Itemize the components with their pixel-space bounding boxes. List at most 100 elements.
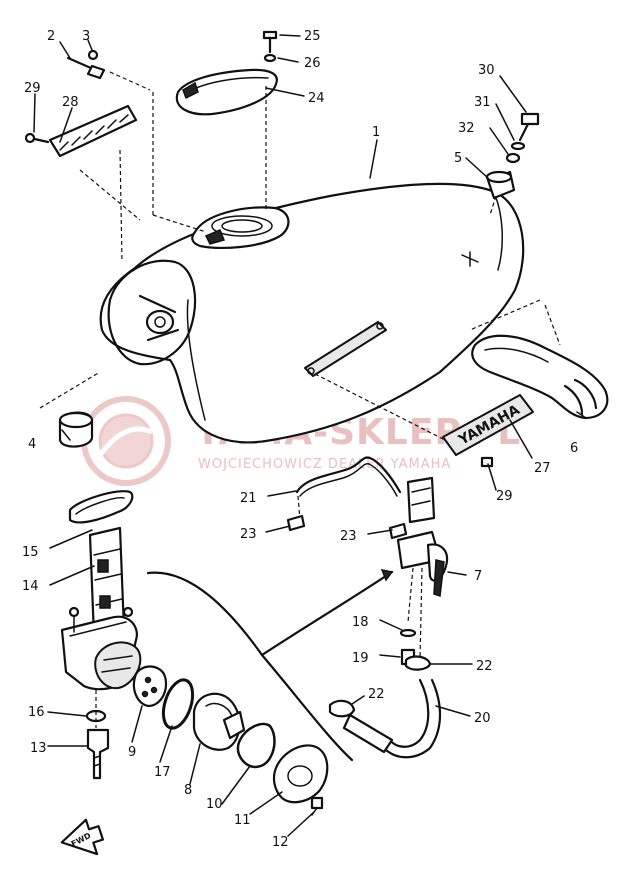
leader-1: [369, 139, 378, 179]
callout-leaders: [33, 34, 587, 837]
hose-20-inner: [384, 678, 441, 759]
tank-filler-ring: [211, 215, 273, 237]
tank-filler-latch: [204, 229, 226, 245]
bracket-28-teeth: [59, 114, 129, 151]
front-mount-assembly: [485, 112, 540, 216]
bolt-25: [262, 30, 278, 40]
plate-11-hole: [287, 765, 313, 787]
label-part-23-right: 23: [340, 529, 357, 544]
label-part-32: 32: [458, 121, 475, 136]
label-part-30: 30: [478, 63, 495, 78]
damper-5-top: [485, 170, 513, 184]
part-number-labels: 1 2 3 4 5 6 7 8 9 10 11 12 13 14 15 16 1…: [22, 29, 578, 850]
label-part-9: 9: [128, 745, 136, 760]
strainer-14-window-b: [99, 595, 111, 609]
tank-seam: [494, 194, 504, 271]
label-part-29-left: 29: [24, 81, 41, 96]
label-part-23-left: 23: [240, 527, 257, 542]
collar-32: [505, 152, 521, 164]
fuel-cock-7: [396, 476, 449, 671]
label-part-10: 10: [206, 797, 223, 812]
dash-front-mount: [489, 195, 497, 216]
label-part-28: 28: [62, 95, 79, 110]
label-part-19: 19: [352, 651, 369, 666]
label-part-1: 1: [372, 125, 380, 140]
group-divider-arrow: [260, 570, 394, 657]
dash-cock7-b: [419, 567, 423, 661]
group-divider-tail: [260, 653, 354, 762]
hose-20-end: [342, 713, 394, 754]
nut-3: [87, 49, 99, 61]
label-part-14: 14: [22, 579, 39, 594]
rear-bracket-assembly: [24, 49, 207, 263]
oring-17: [161, 678, 195, 730]
label-part-6: 6: [570, 441, 578, 456]
label-part-25: 25: [304, 29, 321, 44]
watermark-logo-core: [98, 413, 154, 469]
watermark-logo-swoosh: [97, 426, 154, 457]
label-part-16: 16: [28, 705, 45, 720]
label-part-20: 20: [474, 711, 491, 726]
tank-body: [99, 182, 525, 444]
gasket-15: [68, 490, 134, 524]
tank-emblem-hole-a: [307, 367, 315, 375]
fuel-cap-hinge: [182, 81, 199, 100]
disc-9-hole-c: [141, 690, 149, 698]
watermark-tagline: WOJCIECHOWICZ DEALER YAMAHA: [198, 457, 451, 472]
dash-pad6-1: [469, 299, 541, 331]
bolt-2-head: [86, 64, 106, 80]
group-divider: [146, 571, 264, 657]
dash-bracket-1: [109, 71, 151, 91]
fuel-cock-assembly-left: [60, 490, 142, 780]
fuel-tank: [99, 182, 525, 444]
fuel-cap-assembly: [175, 30, 278, 210]
knob-8-stub: [222, 710, 246, 740]
disc-9-hole-b: [150, 686, 158, 694]
clip-22-right: [404, 655, 432, 671]
bolt-30-head: [520, 112, 540, 126]
label-part-24: 24: [308, 91, 325, 106]
disc-9: [132, 665, 168, 708]
cock-bolt-a: [68, 606, 80, 618]
fwd-arrow: FWD: [60, 818, 104, 856]
arrow-head: [380, 568, 394, 582]
hose-20-assembly: [328, 678, 441, 759]
clip-22-left: [328, 699, 356, 718]
dash-pad6-2: [544, 304, 561, 346]
label-part-8: 8: [184, 783, 192, 798]
label-part-12: 12: [272, 835, 289, 850]
plate-11: [272, 744, 329, 804]
dash-bracket-5: [79, 169, 141, 221]
drain-13: [86, 728, 110, 780]
fuel-cap-24: [175, 68, 278, 116]
label-part-2: 2: [47, 29, 55, 44]
gasket-15-inner: [75, 497, 125, 515]
wave-washer-10: [236, 722, 276, 769]
label-part-22-upper: 22: [476, 659, 493, 674]
label-part-17: 17: [154, 765, 171, 780]
dash-bracket-3: [152, 214, 207, 233]
clip-23-right: [388, 522, 408, 540]
hose-21: [295, 456, 402, 494]
bracket-28: [48, 104, 138, 158]
tank-rear-mount-hole: [154, 316, 166, 328]
clip-23-left: [286, 514, 306, 532]
bolt-30-shank: [518, 122, 530, 142]
label-part-13: 13: [30, 741, 47, 756]
gasket-18: [399, 628, 417, 638]
cock-bolt-b: [122, 606, 134, 618]
cock-lever-parts: [132, 665, 329, 816]
tank-front-mark: [461, 251, 479, 267]
tank-knee-recess: [107, 259, 197, 366]
label-part-3: 3: [82, 29, 90, 44]
label-part-5: 5: [454, 151, 462, 166]
label-part-31: 31: [474, 95, 491, 110]
dash-bracket-4: [119, 149, 123, 263]
washer-26: [263, 53, 277, 63]
strainer-14-window-a: [97, 559, 109, 573]
label-part-4: 4: [28, 437, 36, 452]
label-part-18: 18: [352, 615, 369, 630]
label-part-21: 21: [240, 491, 257, 506]
dash-cap4: [39, 371, 101, 409]
